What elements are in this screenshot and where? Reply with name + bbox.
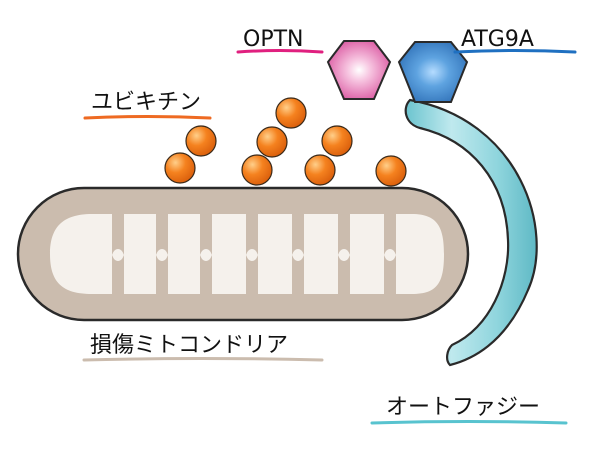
ubiquitin-icon — [321, 125, 353, 157]
atg9a-underline — [453, 49, 577, 54]
mitochondria-icon — [16, 186, 470, 322]
mitochondria-label: 損傷ミトコンドリア — [90, 333, 288, 358]
ubiquitin-icon — [185, 125, 217, 157]
optn-label: OPTN — [243, 27, 303, 52]
autophagy-underline — [370, 420, 568, 425]
atg9a-label: ATG9A — [461, 27, 534, 52]
ubiquitin-icon — [164, 152, 196, 184]
ubiquitin-chain-group — [164, 97, 407, 187]
ubiquitin-underline — [83, 115, 212, 120]
ubiquitin-icon — [275, 97, 307, 129]
ubiquitin-icon — [256, 126, 288, 158]
ubiquitin-label: ユビキチン — [91, 90, 201, 115]
mitochondria-cristae — [50, 214, 444, 294]
autophagy-membrane — [404, 98, 538, 367]
autophagy-label: オートファジー — [386, 395, 540, 420]
optn-hexagon-icon — [326, 40, 392, 100]
ubiquitin-icon — [241, 154, 273, 186]
atg9a-hexagon-icon — [397, 41, 469, 103]
ubiquitin-icon — [375, 155, 407, 187]
ubiquitin-icon — [304, 154, 336, 186]
optn-underline — [236, 49, 324, 54]
mitochondria-underline — [82, 357, 324, 362]
